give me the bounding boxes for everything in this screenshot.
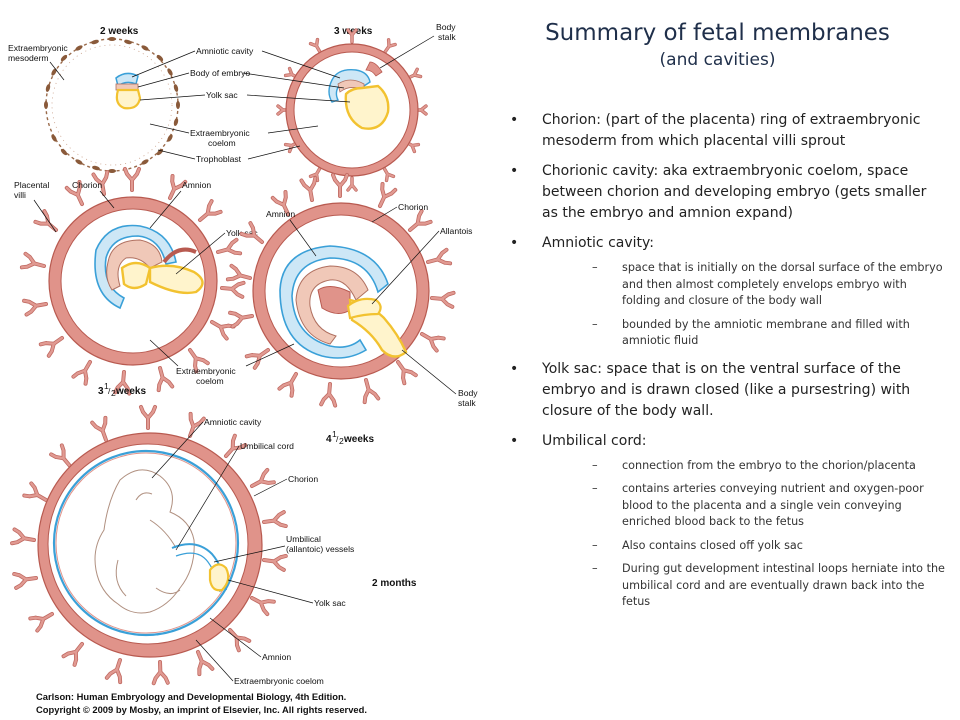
figure-canvas: 2 weeks bbox=[8, 22, 478, 715]
embryo-2-weeks bbox=[115, 72, 142, 110]
yolk-sac-2-months bbox=[208, 563, 230, 592]
sub-bullet-item: – Also contains closed off yolk sac bbox=[542, 538, 946, 555]
label-extraembryonic-mesoderm-b: mesoderm bbox=[8, 53, 49, 63]
bullet-marker: • bbox=[510, 360, 519, 377]
stage-3-5-weeks: 3 1 / 2 weeks Placental villi Chorion Am… bbox=[14, 167, 258, 398]
sub-bullet-item: – space that is initially on the dorsal s… bbox=[542, 260, 946, 310]
title-block: Summary of fetal membranes (and cavities… bbox=[490, 18, 945, 72]
sub-bullet-marker: – bbox=[592, 482, 598, 495]
stage-4-weeks: Amnion Chorion Allantois Extraembryonic … bbox=[149, 173, 478, 408]
label-amnion-3: Amnion bbox=[262, 652, 291, 662]
stage-label-4-5-weeks-c: / bbox=[336, 434, 339, 444]
label-chorion-1: Chorion bbox=[72, 180, 102, 190]
label-extraembryonic-coelom-2b: coelom bbox=[196, 376, 224, 386]
bullet-item: • Yolk sac: space that is on the ventral … bbox=[506, 359, 946, 422]
sub-bullet-text: contains arteries conveying nutrient and… bbox=[622, 482, 924, 528]
bullet-marker: • bbox=[510, 112, 519, 128]
slide-subtitle: (and cavities) bbox=[659, 50, 776, 70]
bullet-text: Amniotic cavity: bbox=[542, 235, 654, 251]
label-allantois: Allantois bbox=[440, 226, 472, 236]
sub-bullet-list: – space that is initially on the dorsal s… bbox=[542, 260, 946, 350]
stage-label-4-5-weeks-d: 2 bbox=[339, 436, 344, 446]
stage-label-3-5-weeks-d: 2 bbox=[111, 388, 116, 398]
bullet-item: • Chorionic cavity: aka extraembryonic co… bbox=[506, 161, 946, 224]
label-placental-villi-b: villi bbox=[14, 190, 26, 200]
sub-bullet-marker: – bbox=[592, 538, 598, 552]
label-body-stalk-2b: stalk bbox=[458, 398, 476, 408]
label-extraembryonic-coelom-1a: Extraembryonic bbox=[190, 128, 250, 138]
fetus-2-months bbox=[94, 469, 195, 614]
label-body-stalk-1a: Body bbox=[436, 22, 456, 32]
label-body-of-embryo: Body of embryo bbox=[190, 68, 250, 78]
stage-label-3-5-weeks-b: 1 bbox=[104, 381, 109, 391]
label-yolk-sac-3: Yolk sac bbox=[314, 598, 346, 608]
stage-label-4-5-weeks-b: 1 bbox=[332, 429, 337, 439]
sub-bullet-marker: – bbox=[592, 261, 598, 274]
stage-label-2-weeks: 2 weeks bbox=[100, 26, 139, 37]
stage-2-weeks: 2 weeks bbox=[8, 26, 254, 173]
bullet-item: • Umbilical cord: – connection from the emb… bbox=[506, 431, 946, 611]
stage-label-2-months: 2 months bbox=[372, 578, 417, 589]
stage-label-3-5-weeks-c: / bbox=[108, 386, 111, 396]
sub-bullet-text: space that is initially on the dorsal su… bbox=[622, 261, 943, 307]
trophoblast-cells bbox=[44, 37, 180, 173]
embryo-3-5-weeks bbox=[94, 224, 204, 310]
bullet-text: Umbilical cord: bbox=[542, 432, 647, 449]
stage-label-3-5-weeks-e: weeks bbox=[115, 386, 146, 397]
label-chorion-3: Chorion bbox=[288, 474, 318, 484]
sub-bullet-text: connection from the embryo to the chorio… bbox=[622, 458, 916, 472]
amnion-inner-2-months bbox=[55, 452, 237, 634]
label-trophoblast: Trophoblast bbox=[196, 154, 242, 164]
extraembryonic-mesoderm-ring bbox=[51, 44, 173, 166]
label-extraembryonic-coelom-2a: Extraembryonic bbox=[176, 366, 236, 376]
credit-line-2: Copyright © 2009 by Mosby, an imprint of… bbox=[36, 704, 367, 715]
label-umbilical-cord: Umbilical cord bbox=[240, 441, 294, 451]
sub-bullet-item: – bounded by the amniotic membrane and fi… bbox=[542, 317, 946, 350]
bullet-text: Chorion: (part of the placenta) ring of … bbox=[542, 112, 921, 149]
label-amniotic-cavity-1: Amniotic cavity bbox=[196, 46, 254, 56]
stage-label-3-5-weeks-a: 3 bbox=[98, 386, 104, 397]
stage-3-weeks: 3 weeks Body stalk bbox=[242, 22, 456, 192]
stage-2-months: 4 1 / 2 weeks 2 months Amniotic cavity U… bbox=[10, 405, 417, 686]
label-extraembryonic-coelom-3: Extraembryonic coelom bbox=[234, 676, 324, 686]
sub-bullet-marker: – bbox=[592, 562, 598, 575]
sub-bullet-text: During gut development intestinal loops … bbox=[622, 562, 945, 608]
sub-bullet-list: – connection from the embryo to the chori… bbox=[542, 458, 946, 611]
sub-bullet-item: – contains arteries conveying nutrient an… bbox=[542, 481, 946, 531]
slide-title: Summary of fetal membranes bbox=[545, 20, 890, 46]
label-amnion-2: Amnion bbox=[266, 209, 295, 219]
sub-bullet-text: Also contains closed off yolk sac bbox=[622, 538, 803, 552]
label-extraembryonic-coelom-1b: coelom bbox=[208, 138, 236, 148]
sub-bullet-text: bounded by the amniotic membrane and fil… bbox=[622, 317, 910, 348]
credit-line-1: Carlson: Human Embryology and Developmen… bbox=[36, 691, 346, 702]
label-amniotic-cavity-2: Amniotic cavity bbox=[204, 417, 262, 427]
bullet-item: • Chorion: (part of the placenta) ring of… bbox=[506, 110, 946, 152]
label-yolk-sac-1: Yolk sac bbox=[206, 90, 238, 100]
bullet-text: Yolk sac: space that is on the ventral s… bbox=[542, 360, 911, 419]
bullet-list: • Chorion: (part of the placenta) ring of… bbox=[506, 110, 946, 620]
label-amnion-1: Amnion bbox=[182, 180, 211, 190]
label-body-stalk-2a: Body bbox=[458, 388, 478, 398]
bullet-marker: • bbox=[510, 235, 519, 251]
label-extraembryonic-mesoderm-a: Extraembryonic bbox=[8, 43, 68, 53]
label-umbilical-vessels-a: Umbilical bbox=[286, 534, 321, 544]
label-placental-villi-a: Placental bbox=[14, 180, 49, 190]
sub-bullet-marker: – bbox=[592, 458, 598, 472]
label-umbilical-vessels-b: (allantoic) vessels bbox=[286, 544, 354, 554]
sub-bullet-item: – During gut development intestinal loops… bbox=[542, 561, 946, 611]
label-chorion-2: Chorion bbox=[398, 202, 428, 212]
bullet-text: Chorionic cavity: aka extraembryonic coe… bbox=[542, 163, 927, 221]
sub-bullet-item: – connection from the embryo to the chori… bbox=[542, 458, 946, 475]
bullet-marker: • bbox=[510, 163, 519, 179]
bullet-marker: • bbox=[510, 432, 519, 449]
stage-label-4-5-weeks-e: weeks bbox=[343, 434, 374, 445]
embryology-figure: 2 weeks bbox=[8, 22, 478, 715]
label-body-stalk-1b: stalk bbox=[438, 32, 456, 42]
bullet-item: • Amniotic cavity: – space that is initiall… bbox=[506, 233, 946, 350]
stage-label-4-5-weeks-a: 4 bbox=[326, 434, 332, 445]
sub-bullet-marker: – bbox=[592, 317, 598, 331]
